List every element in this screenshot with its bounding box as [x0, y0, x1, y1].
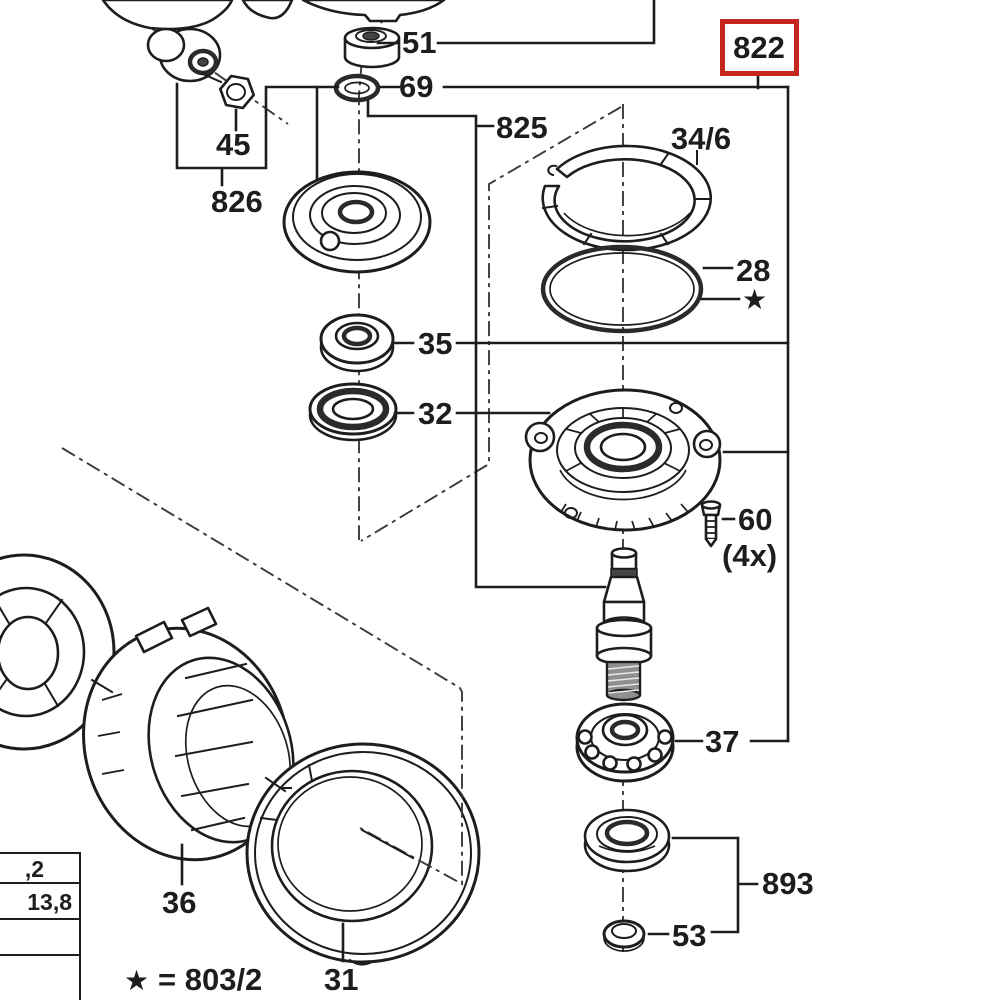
cut-part-top-left	[101, 0, 294, 31]
bracket-826	[175, 82, 340, 187]
bracket-822	[756, 72, 790, 743]
bearing-part-35	[319, 313, 395, 373]
part-label-893[interactable]: 893	[762, 866, 814, 901]
spindle-shaft-part	[595, 547, 653, 702]
part-label-69[interactable]: 69	[399, 69, 433, 104]
star-marker-28: ★	[742, 283, 767, 316]
legend: ★ = 803/2	[124, 962, 262, 997]
centerline-branch-axis	[360, 106, 622, 542]
part-label-51[interactable]: 51	[402, 25, 436, 60]
leader-51	[376, 0, 656, 45]
part-label-32[interactable]: 32	[418, 396, 452, 431]
part-label-31[interactable]: 31	[324, 962, 358, 997]
o-ring-part-28	[540, 244, 704, 334]
part-label-53[interactable]: 53	[672, 918, 706, 953]
table-cell-row1: ,2	[25, 856, 44, 882]
selected-part-box	[720, 19, 799, 76]
bracket-825	[366, 99, 607, 589]
part-label-60-qty: (4x)	[722, 538, 777, 573]
legend-text: = 803/2	[158, 962, 262, 997]
part-label-60[interactable]: 60	[738, 502, 772, 537]
part-label-826[interactable]: 826	[211, 184, 263, 219]
part-label-36[interactable]: 36	[162, 885, 196, 920]
ring-part-53	[602, 919, 646, 952]
part-label-35[interactable]: 35	[418, 326, 452, 361]
gear-housing-part-36	[82, 606, 295, 862]
dimension-table: ,2 13,8	[0, 852, 81, 1000]
table-cell-row2: 13,8	[27, 889, 72, 915]
leader-36-31	[264, 776, 287, 793]
bearing-flange-part	[524, 388, 722, 532]
legend-star-icon: ★	[124, 964, 149, 997]
part-label-34-6[interactable]: 34/6	[671, 121, 731, 156]
part-label-822: 822	[733, 30, 785, 65]
centerline-bottom-left-axis	[61, 447, 463, 886]
nut-part-45	[219, 74, 255, 110]
screw-part-60	[700, 500, 722, 548]
damper-washer-part	[583, 808, 671, 873]
sleeve-part-51	[343, 26, 401, 69]
retaining-ring-part-34-6	[541, 144, 712, 252]
leader-31-axis	[360, 828, 415, 860]
cut-part-top-center	[301, 0, 446, 23]
backing-ring-part-31	[245, 742, 481, 966]
selected-part-badge-822[interactable]: 822	[720, 19, 799, 76]
dimension-table-grid	[0, 852, 81, 1000]
bracket-893	[647, 836, 759, 936]
seal-ring-part-32	[308, 382, 398, 442]
cut-flange-part	[0, 553, 116, 751]
part-label-28[interactable]: 28	[736, 253, 770, 288]
part-label-825[interactable]: 825	[496, 110, 548, 145]
part-label-37[interactable]: 37	[705, 724, 739, 759]
leader-lines	[90, 0, 790, 963]
ball-bearing-part-37	[575, 702, 675, 783]
bushing-part	[146, 27, 222, 83]
leader-flange-36	[90, 678, 114, 694]
eccentric-disc-part	[282, 170, 432, 274]
leader-bushing-nut	[201, 72, 223, 84]
part-label-45[interactable]: 45	[216, 127, 250, 162]
